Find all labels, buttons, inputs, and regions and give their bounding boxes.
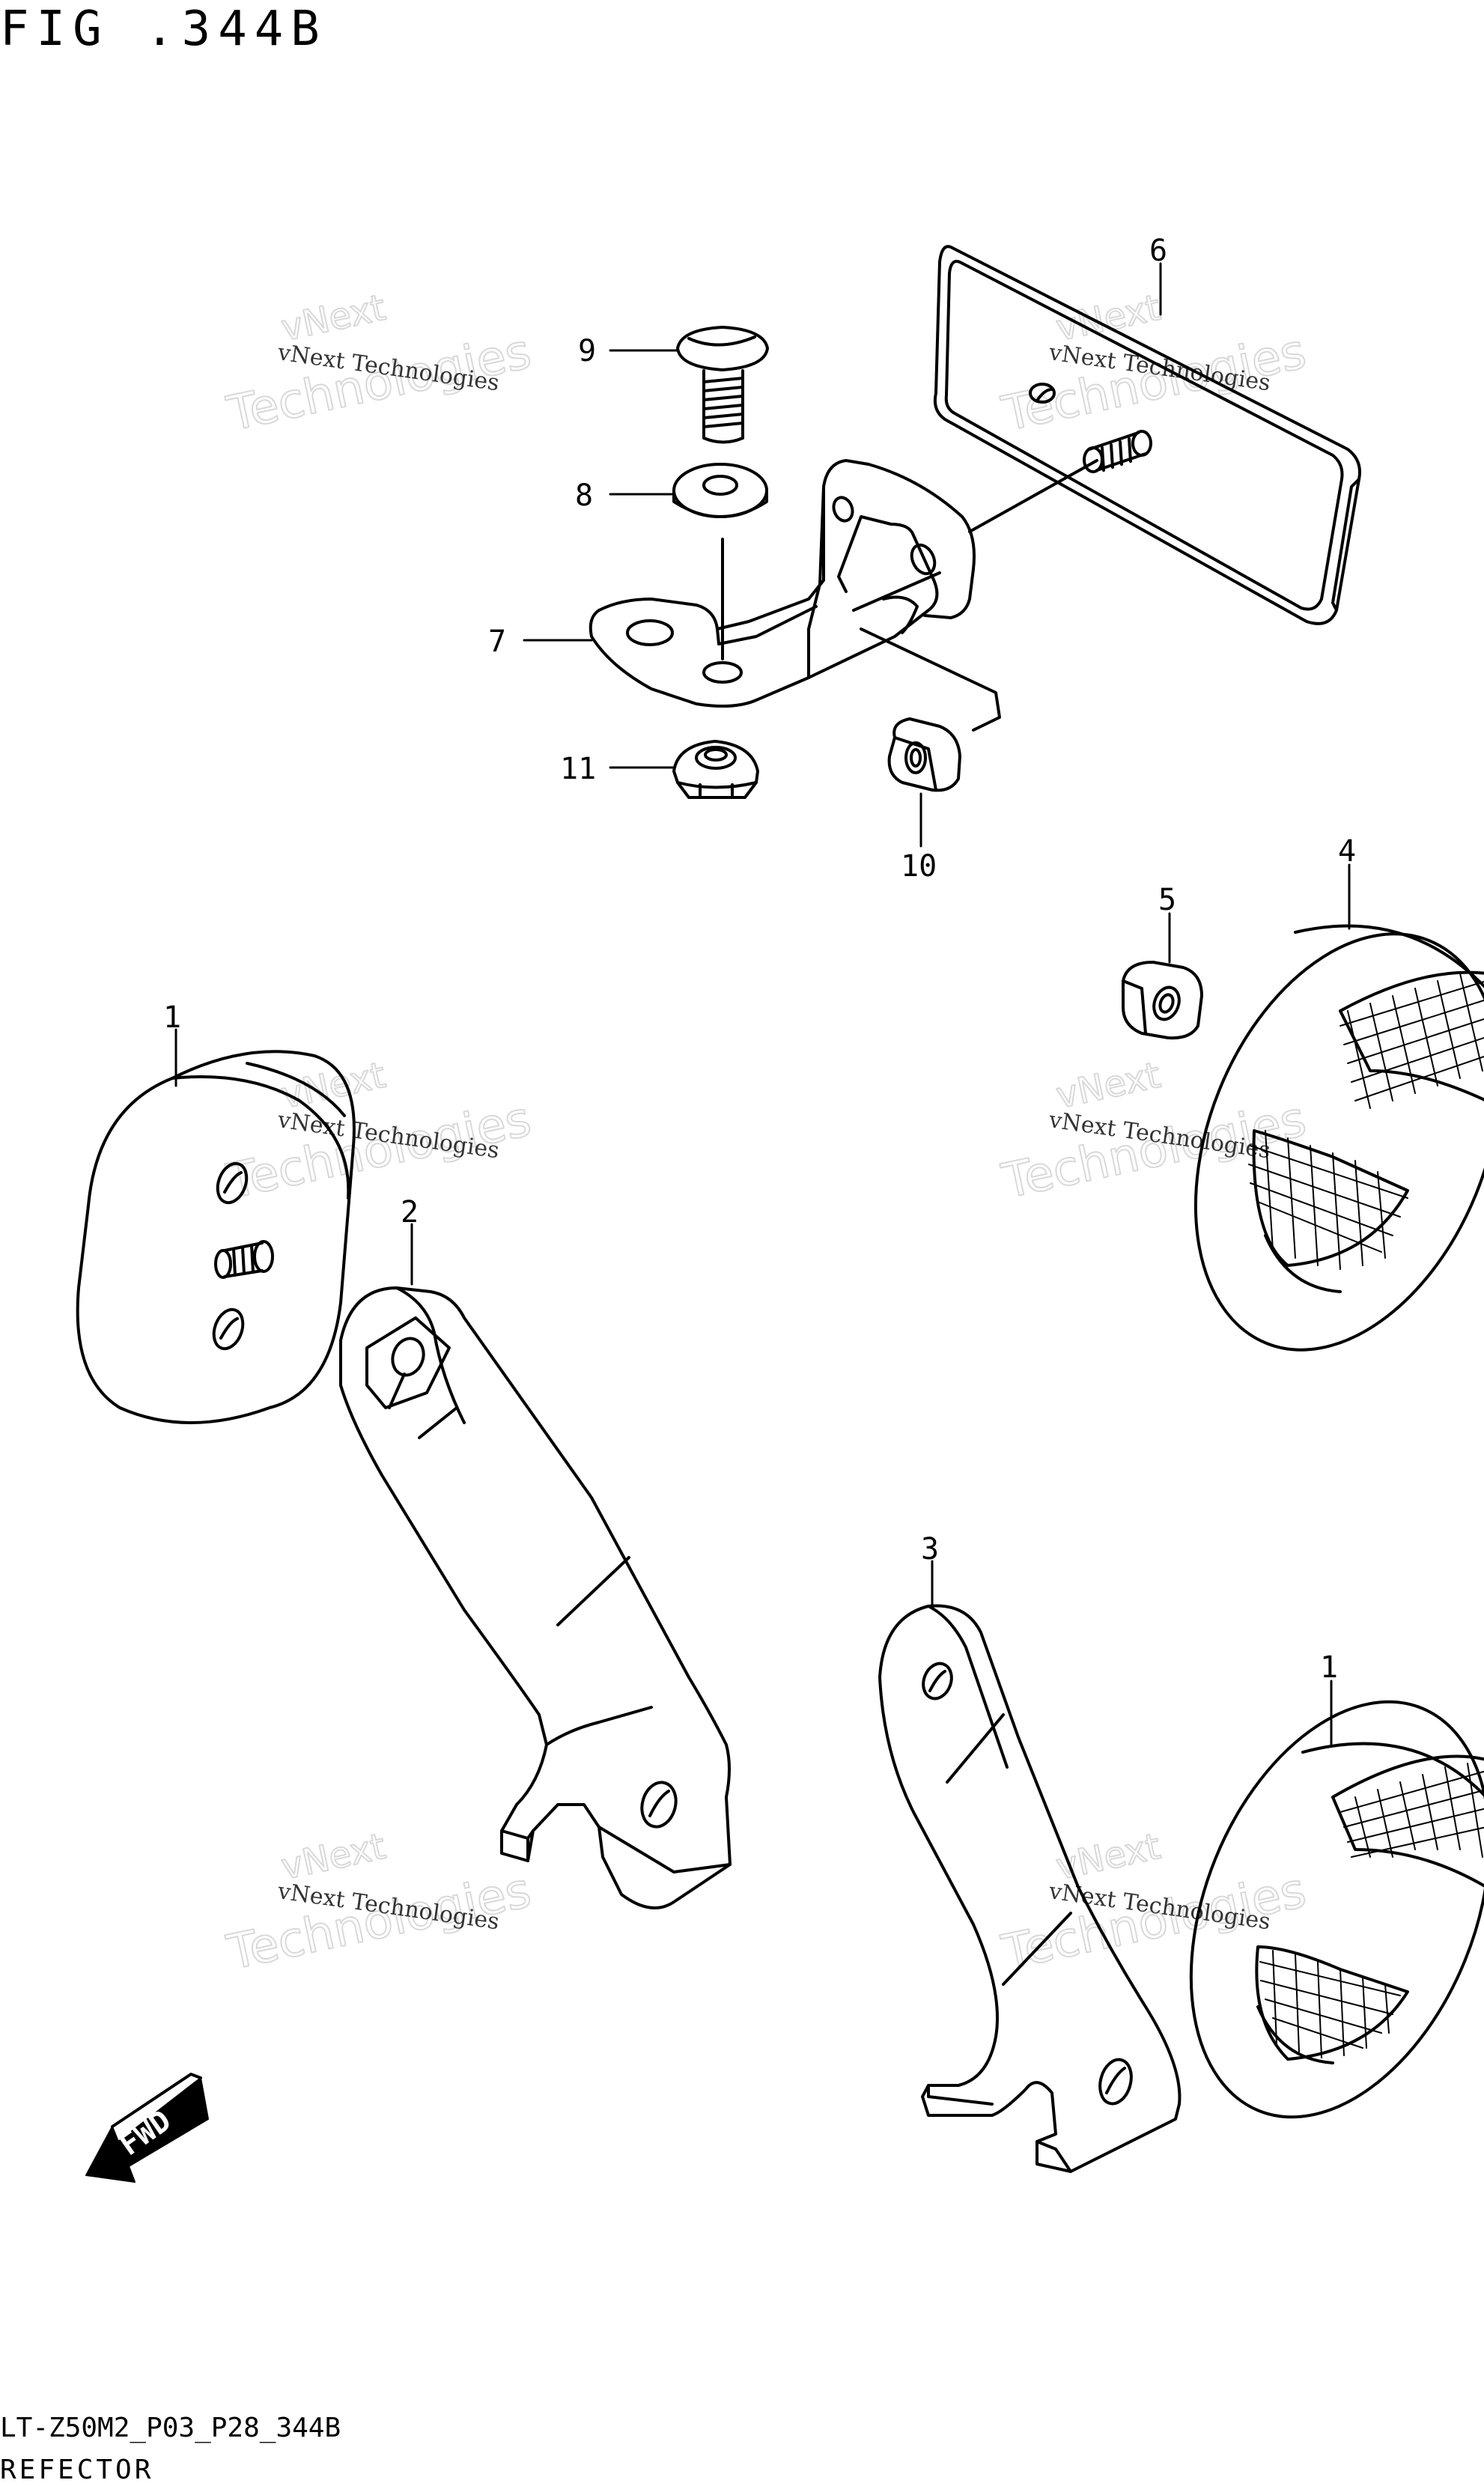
nut-part-10 (887, 717, 961, 792)
callout-1-lower: 1 (1320, 1650, 1338, 1685)
callout-labels: 1 1 2 3 4 5 6 7 8 9 10 11 (163, 234, 1356, 1685)
bracket-part-7 (589, 459, 1098, 732)
callout-7: 7 (488, 624, 506, 659)
leader-lines (174, 262, 1351, 1746)
round-reflector-part-4 (1193, 924, 1484, 1352)
bracket-part-2 (339, 1286, 732, 1909)
figure-caption: REFECTOR (0, 2455, 154, 2485)
fwd-arrow-icon: FWD (85, 2073, 209, 2183)
svg-text:vNext: vNext (278, 1054, 389, 1117)
callout-9: 9 (578, 334, 596, 368)
svg-text:vNext: vNext (278, 287, 389, 350)
svg-text:vNext: vNext (1053, 1826, 1164, 1888)
rect-reflector-part-6 (933, 245, 1361, 625)
callout-2: 2 (401, 1195, 419, 1230)
callout-1-upper: 1 (163, 1000, 181, 1035)
callout-8: 8 (575, 478, 593, 513)
bracket-part-3 (878, 1604, 1182, 2173)
model-code: LT-Z50M2_P03_P28_344B (0, 2413, 341, 2443)
svg-text:vNext: vNext (1053, 1054, 1164, 1117)
nut-part-11 (672, 740, 759, 799)
callout-5: 5 (1158, 883, 1176, 917)
round-reflector-part-1-upper (76, 1050, 356, 1424)
svg-text:vNext: vNext (278, 1826, 389, 1888)
callout-3: 3 (921, 1532, 939, 1566)
watermark-3: vNext Technologies vNext Technologies (222, 1054, 537, 1211)
nut-part-5 (1122, 961, 1203, 1040)
callout-4: 4 (1338, 834, 1356, 869)
callout-6: 6 (1149, 234, 1167, 268)
washer-part-8 (672, 463, 768, 518)
screw-part-9 (676, 326, 769, 444)
callout-10: 10 (901, 849, 937, 884)
figure-title: FIG .344B (0, 1, 327, 57)
watermark-6: vNext Technologies vNext Technologies (997, 1825, 1312, 1982)
callout-11: 11 (560, 752, 596, 786)
watermark-1: vNext Technologies vNext Technologies (222, 286, 537, 443)
round-reflector-part-1-lower (1189, 1700, 1484, 2119)
watermark-5: vNext Technologies vNext Technologies (222, 1825, 537, 1982)
